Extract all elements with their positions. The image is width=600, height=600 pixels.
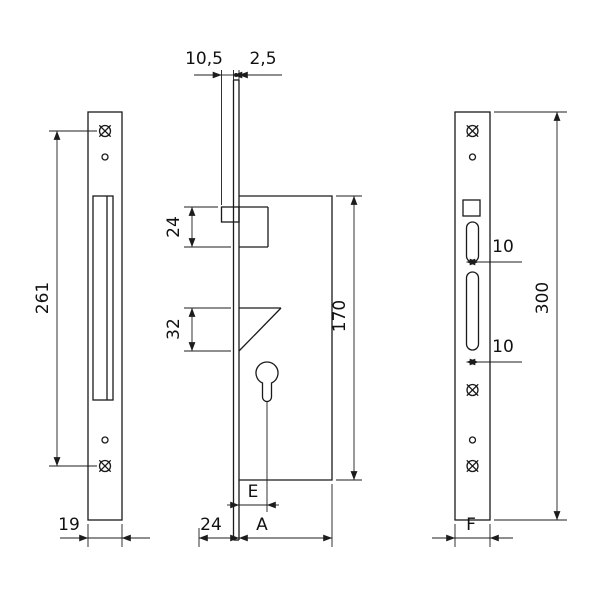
dim-label-right-width: F <box>466 515 476 535</box>
faceplate-cutout <box>92 195 114 401</box>
latch-bolt <box>220 206 240 223</box>
screw-hole-top-icon <box>466 124 479 138</box>
hook-bolt <box>238 307 282 352</box>
small-hole-bottom <box>101 436 109 444</box>
right-view-dimensions: 10 10 300 F <box>432 111 567 547</box>
screw-hole-bottom-icon <box>466 459 479 473</box>
dim-label-backset: E <box>248 482 259 502</box>
faceplate-outline <box>87 111 123 521</box>
left-view-dimensions: 261 19 <box>33 130 150 547</box>
slot-lower <box>465 271 480 351</box>
strike-plate-outline <box>454 111 491 521</box>
dim-label-case-height: 170 <box>330 300 350 332</box>
screw-hole-middle-icon <box>466 383 479 397</box>
dim-label-bottom-offset: 24 <box>200 515 222 535</box>
slot-upper <box>465 221 480 263</box>
latch-opening <box>462 199 481 217</box>
dim-label-slot-top: 10 <box>492 237 514 257</box>
lock-case-outline <box>239 195 333 481</box>
dim-label-case-depth: A <box>256 515 268 535</box>
small-hole-top <box>101 153 109 161</box>
lock-body-side-view <box>220 79 333 541</box>
small-hole-top <box>468 153 477 161</box>
dim-label-latch-height: 24 <box>164 216 184 238</box>
middle-view-dimensions: 10,5 2,5 24 32 170 E 24 A <box>164 49 362 547</box>
dim-label-left-height: 261 <box>33 282 53 314</box>
small-hole-bottom <box>468 436 477 444</box>
screw-hole-bottom-icon <box>98 459 112 473</box>
screw-hole-top-icon <box>98 124 112 138</box>
faceplate-front-view <box>87 111 123 521</box>
dim-label-plate-thickness: 2,5 <box>249 49 276 69</box>
dim-label-top-offset: 10,5 <box>185 49 223 69</box>
dim-label-right-height: 300 <box>533 282 553 314</box>
strike-plate-front-view <box>454 111 491 521</box>
dim-label-left-width: 19 <box>58 515 80 535</box>
dim-label-slot-bottom: 10 <box>492 337 514 357</box>
euro-cylinder-profile <box>255 361 279 403</box>
dim-label-hook-height: 32 <box>164 318 184 340</box>
